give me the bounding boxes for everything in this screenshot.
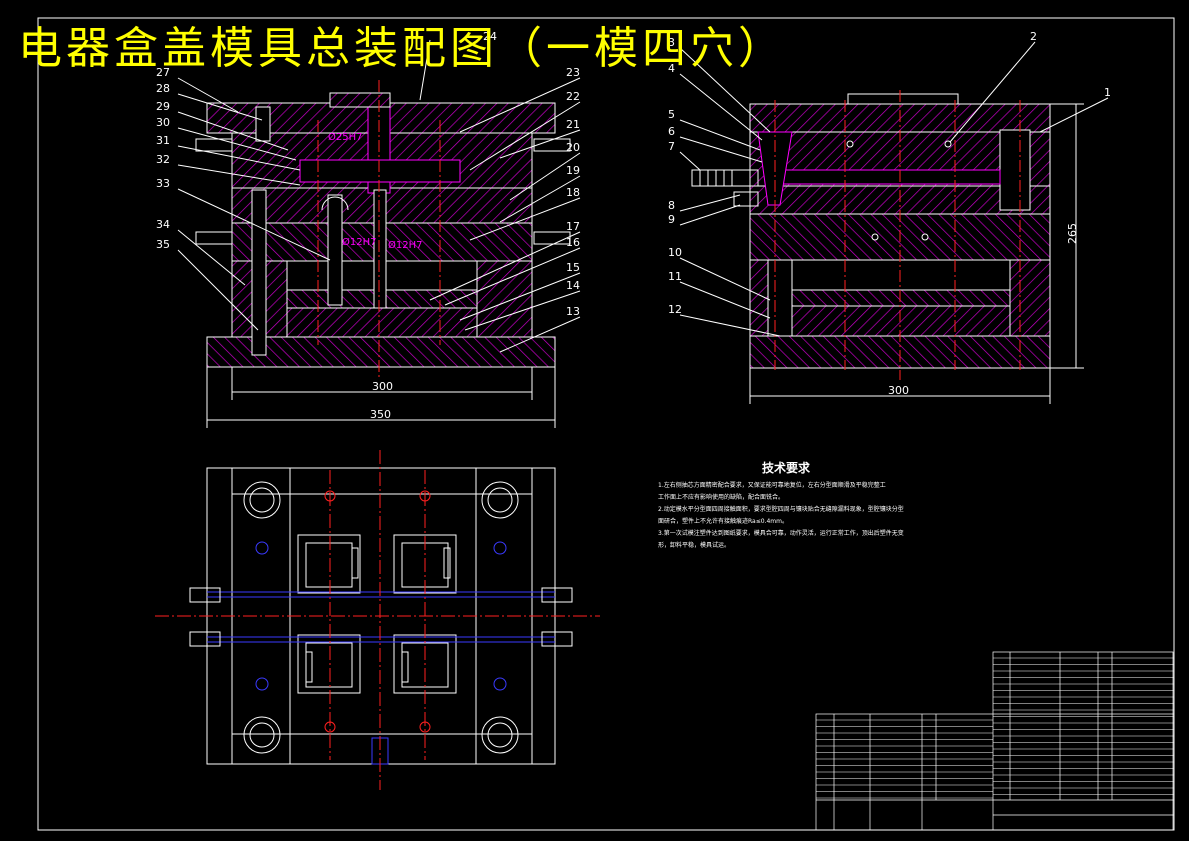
front-water-fittings — [195, 138, 571, 245]
callout-34: 34 — [156, 218, 170, 231]
tech-requirements-body: 1.左右侧抽芯方面精密配合要求，又保证能可靠地复位，左右分型面顺滑及平稳完整工 … — [658, 480, 958, 552]
front-view — [177, 39, 581, 428]
tech-line-5: 3.第一次试模注塑件达到图纸要求，模具合可靠，动作灵活，运行正常工作，顶出后塑件… — [658, 530, 904, 537]
tech-line-3: 2.动定模水平分型面四周接触面积，要求型腔四周与镶块贴合无缝隙漏料现象，型腔镶块… — [658, 506, 904, 513]
callout-2: 2 — [1030, 30, 1037, 43]
drawing-border — [37, 17, 1175, 831]
callout-9: 9 — [668, 213, 675, 226]
callout-22: 22 — [566, 90, 580, 103]
annot-d25: Ø25H7 — [328, 131, 362, 143]
callout-3: 3 — [668, 36, 675, 49]
callout-10: 10 — [668, 246, 682, 259]
tech-line-6: 形，卸料平稳，模具试运。 — [658, 542, 731, 549]
bom-rows — [816, 657, 1174, 799]
callout-8: 8 — [668, 199, 675, 212]
tech-line-4: 面研合，塑件上不允许有接触痕迹Ra≤0.4mm。 — [658, 518, 788, 525]
annot-d12b: Ø12H7 — [388, 239, 422, 251]
callout-4: 4 — [668, 62, 675, 75]
tech-requirements-heading: 技术要求 — [762, 461, 811, 475]
callout-28: 28 — [156, 82, 170, 95]
callout-14: 14 — [566, 279, 580, 292]
callout-30: 30 — [156, 116, 170, 129]
callout-13: 13 — [566, 305, 580, 318]
callout-6: 6 — [668, 125, 675, 138]
tech-line-1: 1.左右侧抽芯方面精密配合要求，又保证能可靠地复位，左右分型面顺滑及平稳完整工 — [658, 482, 886, 489]
callout-16: 16 — [566, 236, 580, 249]
callout-27: 27 — [156, 66, 170, 79]
callout-17: 17 — [566, 220, 580, 233]
callout-21: 21 — [566, 118, 580, 131]
dim-265-side: 265 — [1066, 223, 1079, 244]
front-view-labels: 27 28 29 30 31 32 33 34 35 23 22 21 20 1… — [156, 30, 580, 421]
callout-24: 24 — [483, 30, 497, 43]
dim-300-side: 300 — [888, 384, 909, 397]
annot-d12a: Ø12H7 — [342, 236, 376, 248]
callout-29: 29 — [156, 100, 170, 113]
callout-19: 19 — [566, 164, 580, 177]
callout-23: 23 — [566, 66, 580, 79]
callout-5: 5 — [668, 108, 675, 121]
callout-31: 31 — [156, 134, 170, 147]
callout-32: 32 — [156, 153, 170, 166]
callout-18: 18 — [566, 186, 580, 199]
dim-300-front: 300 — [372, 380, 393, 393]
callout-12: 12 — [668, 303, 682, 316]
callout-15: 15 — [566, 261, 580, 274]
drawing-title: 电器盒盖模具总装配图（一模四穴） — [18, 23, 786, 74]
callout-1: 1 — [1104, 86, 1111, 99]
side-view-labels: 3 4 5 6 7 8 9 10 11 12 2 1 300 265 — [668, 30, 1111, 397]
plan-view — [155, 450, 600, 790]
callout-11: 11 — [668, 270, 682, 283]
dim-350-front: 350 — [370, 408, 391, 421]
callout-35: 35 — [156, 238, 170, 251]
callout-7: 7 — [668, 140, 675, 153]
side-view — [679, 41, 1109, 404]
callout-33: 33 — [156, 177, 170, 190]
callout-20: 20 — [566, 141, 580, 154]
bom-table — [815, 651, 1175, 831]
tech-line-2: 工作面上不应有影响使用的缺陷，配合面铣合。 — [658, 494, 785, 501]
